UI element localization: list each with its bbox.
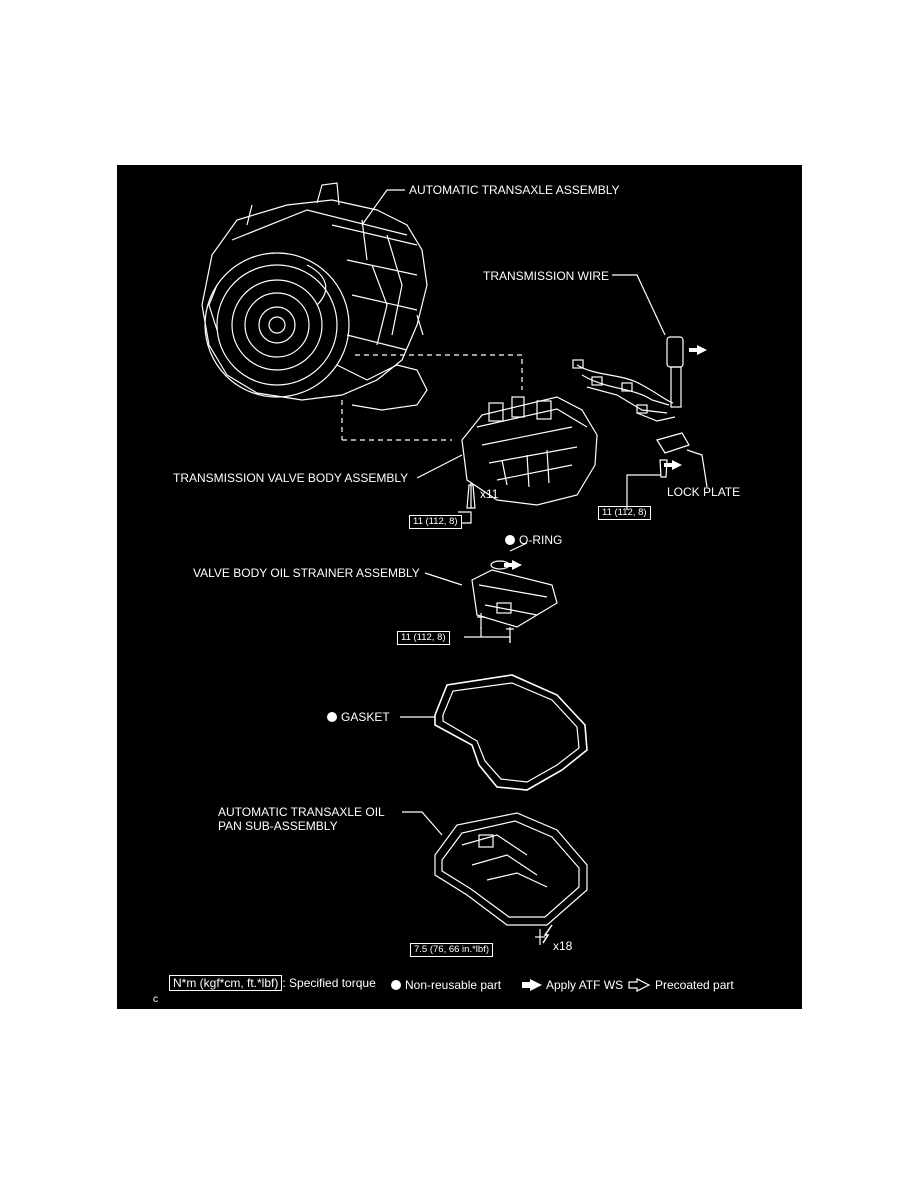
legend-non-reusable-text: Non-reusable part xyxy=(405,978,502,992)
lock-plate xyxy=(656,432,690,454)
label-gasket: GASKET xyxy=(327,710,390,724)
transmission-wire-leader xyxy=(612,274,666,336)
non-reusable-dot-icon xyxy=(505,535,515,545)
lock-plate-bolt xyxy=(659,459,668,478)
exploded-parts-diagram: AUTOMATIC TRANSAXLE ASSEMBLY TRANSMISSIO… xyxy=(117,165,802,1009)
torque-valve-body: 11 (112, 8) xyxy=(409,515,462,529)
legend-non-reusable: Non-reusable part xyxy=(391,978,501,992)
gasket-text: GASKET xyxy=(341,710,390,724)
valve-body-torque-leader xyxy=(458,511,472,524)
gasket-inner xyxy=(442,682,580,783)
oil-pan-leader xyxy=(402,811,443,836)
legend-torque-text: : Specified torque xyxy=(282,976,376,990)
torque-lock-plate: 11 (112, 8) xyxy=(598,506,651,520)
label-valve-body: TRANSMISSION VALVE BODY ASSEMBLY xyxy=(173,471,409,485)
o-ring-leader xyxy=(509,542,528,552)
label-oil-pan-line2: PAN SUB-ASSEMBLY xyxy=(218,819,338,833)
apply-atf-arrow-lock-plate xyxy=(664,460,682,470)
lock-plate-torque-leader xyxy=(626,474,661,510)
label-o-ring: O-RING xyxy=(505,533,562,547)
legend-symbols xyxy=(522,978,651,992)
quantity-oil-pan-bolts: x18 xyxy=(553,939,573,953)
strainer-bolt-heads xyxy=(477,616,514,630)
quantity-valve-body-bolts: x11 xyxy=(480,487,499,501)
non-reusable-dot-icon xyxy=(391,980,401,990)
torque-oil-pan: 7.5 (76, 66 in.*lbf) xyxy=(410,943,493,957)
lock-plate-leader xyxy=(686,449,708,488)
strainer-torque-leader xyxy=(464,627,511,643)
gasket-outline xyxy=(434,674,588,791)
non-reusable-dot-icon xyxy=(327,712,337,722)
legend-torque: N*m (kgf*cm, ft.*lbf): Specified torque xyxy=(169,975,376,991)
label-oil-pan-line1: AUTOMATIC TRANSAXLE OIL xyxy=(218,805,385,819)
valve-body-bolt xyxy=(466,484,476,509)
o-ring-text: O-RING xyxy=(519,533,563,547)
label-lock-plate: LOCK PLATE xyxy=(667,485,741,499)
label-transmission-wire: TRANSMISSION WIRE xyxy=(483,269,610,283)
alignment-lines xyxy=(341,354,523,441)
strainer-illustration xyxy=(471,569,558,628)
figure-code: c xyxy=(153,994,158,1005)
legend-apply-atf: Apply ATF WS xyxy=(546,978,624,992)
legend-torque-unit: N*m (kgf*cm, ft.*lbf) xyxy=(169,975,283,991)
torque-strainer: 11 (112, 8) xyxy=(397,631,450,645)
valve-body-leader xyxy=(416,454,463,479)
label-transaxle-assembly: AUTOMATIC TRANSAXLE ASSEMBLY xyxy=(409,183,620,197)
transaxle-illustration xyxy=(201,182,428,411)
legend-precoated: Precoated part xyxy=(655,978,734,992)
label-strainer: VALVE BODY OIL STRAINER ASSEMBLY xyxy=(193,566,420,580)
diagram-drawing xyxy=(201,182,708,992)
valve-body-illustration xyxy=(461,396,598,506)
strainer-leader xyxy=(424,572,463,586)
transmission-wire-illustration xyxy=(572,336,684,422)
transaxle-leader xyxy=(361,189,405,226)
oil-pan-illustration xyxy=(434,812,588,926)
apply-atf-arrow-wire xyxy=(689,345,707,355)
precoated-arrow xyxy=(542,924,553,944)
apply-atf-arrow-o-ring xyxy=(504,560,522,570)
